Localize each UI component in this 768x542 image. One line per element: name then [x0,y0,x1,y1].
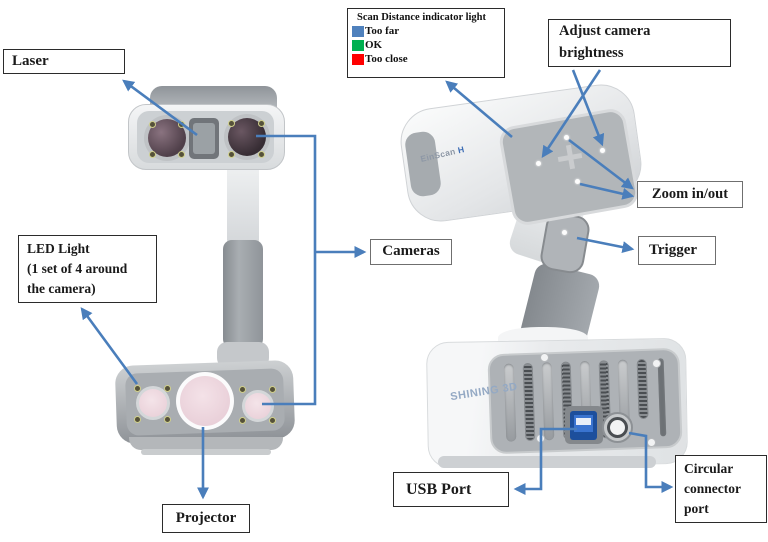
circular-connector-label: Circular connector port [675,455,767,523]
brightness-button-dot [600,148,605,153]
zoom-label: Zoom in/out [637,181,743,208]
legend-row: OK [352,39,500,53]
led-dot [258,120,265,127]
led-dot [269,386,276,393]
brightness-button-dot [536,161,541,166]
led-dot [134,385,141,392]
legend-row: Too far [352,25,500,39]
screw [652,359,661,368]
too-close-label: Too close [365,53,408,66]
right-lens [245,393,271,419]
legend-title: Scan Distance indicator light [357,12,487,23]
scan-distance-legend: Scan Distance indicator light Too far OK… [347,8,505,78]
led-dot [178,151,185,158]
laser-window-screen [193,123,215,154]
adjust-brightness-label: Adjust camera brightness [548,19,731,67]
left-lens [139,389,167,417]
screw [647,438,656,447]
led-dot [258,151,265,158]
usb-port-label: USB Port [393,472,509,507]
bottom-base [438,456,656,468]
ok-label: OK [365,39,383,52]
led-dot [178,121,185,128]
front-handle-grip [223,240,263,348]
led-dot [239,417,246,424]
circular-connector-pin [610,420,625,435]
led-dot [269,417,276,424]
vent-slot [503,363,517,442]
projector-label: Projector [162,504,250,533]
zoom-button-dot [575,179,580,184]
vent-slot-mesh [636,358,649,420]
ok-swatch [352,40,364,52]
trigger-dot [562,230,567,235]
trigger-label: Trigger [638,236,716,265]
front-neck [227,166,259,244]
front-unit-base [141,449,271,455]
vent-slot [541,362,555,441]
too-close-swatch [352,54,364,66]
laser-label: Laser [3,49,125,74]
screw [536,434,545,443]
too-far-swatch [352,26,364,38]
screw [540,353,549,362]
vent-slot [657,358,667,437]
legend-row: Too close [352,53,500,67]
led-dot [134,416,141,423]
vent-slot-mesh [522,362,536,442]
zoom-button-dot [564,135,569,140]
led-dot [149,151,156,158]
led-dot [149,121,156,128]
cameras-label: Cameras [370,239,452,265]
led-dot [239,386,246,393]
led-light-label: LED Light (1 set of 4 around the camera) [18,235,157,303]
led-dot [228,120,235,127]
too-far-label: Too far [365,25,400,38]
projector-lens [180,376,230,426]
front-unit-lip [129,437,283,450]
led-dot [164,385,171,392]
led-dot [228,151,235,158]
usb-port-tab [576,418,591,425]
led-dot [164,416,171,423]
